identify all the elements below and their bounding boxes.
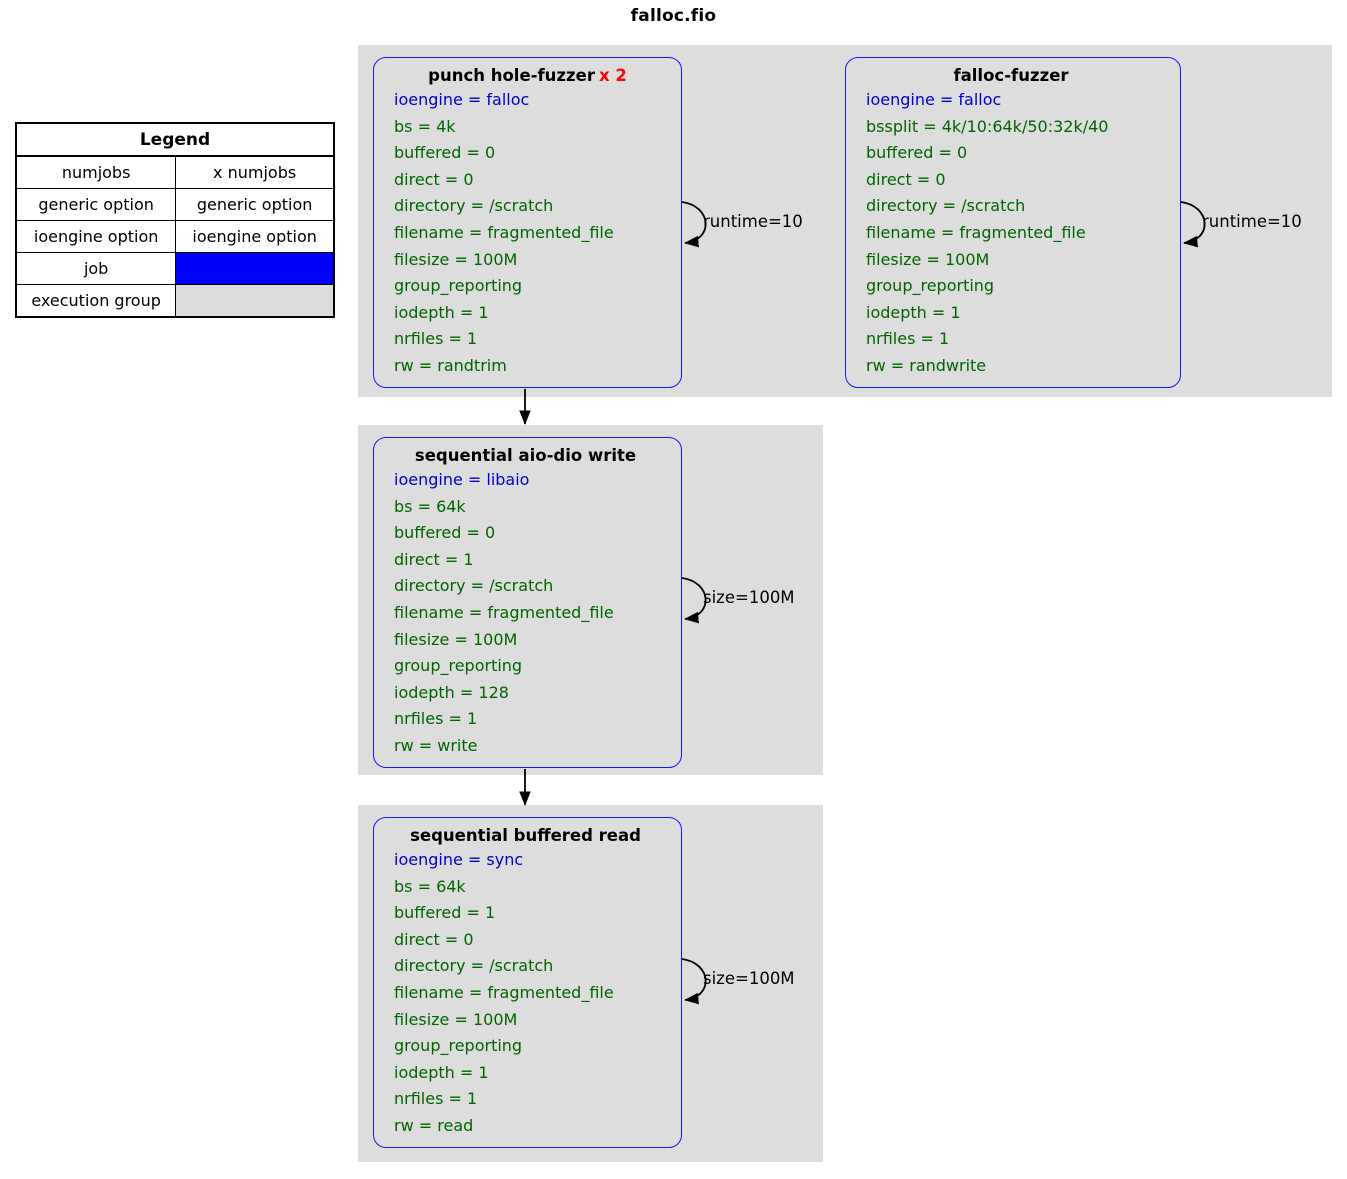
option-group-reporting: group_reporting — [394, 276, 523, 296]
option-iodepth: iodepth = 1 — [394, 302, 489, 322]
job-options-falloc-fuzzer: ioengine = falloc bssplit = 4k/10:64k/50… — [846, 87, 1180, 380]
option-bs: bs = 64k — [394, 496, 466, 516]
option-buffered: buffered = 0 — [866, 143, 968, 163]
legend-value-ioengine-option: ioengine option — [175, 220, 335, 253]
legend-row-generic-option: generic option generic option — [15, 188, 335, 221]
option-iodepth: iodepth = 1 — [394, 1062, 489, 1082]
option-ioengine: ioengine = sync — [394, 850, 524, 869]
option-buffered: buffered = 0 — [394, 143, 496, 163]
job-box-sequential-aio-dio-write[interactable]: sequential aio-dio write ioengine = liba… — [373, 437, 682, 768]
job-box-falloc-fuzzer[interactable]: falloc-fuzzer ioengine = falloc bssplit … — [845, 57, 1181, 388]
option-filename: filename = fragmented_file — [394, 982, 614, 1002]
option-iodepth: iodepth = 1 — [866, 302, 961, 322]
self-loop-label-falloc-fuzzer: runtime=10 — [1202, 212, 1302, 231]
option-nrfiles: nrfiles = 1 — [866, 329, 950, 349]
legend-table: Legend numjobs x numjobs generic option … — [15, 122, 335, 318]
option-nrfiles: nrfiles = 1 — [394, 1089, 478, 1109]
option-direct: direct = 0 — [866, 169, 946, 189]
legend-row-job: job — [15, 252, 335, 285]
option-filename: filename = fragmented_file — [394, 602, 614, 622]
self-loop-label-sequential-aio-dio-write: size=100M — [703, 588, 795, 607]
job-box-sequential-buffered-read[interactable]: sequential buffered read ioengine = sync… — [373, 817, 682, 1148]
legend-label-job: job — [15, 252, 177, 285]
option-bssplit: bssplit = 4k/10:64k/50:32k/40 — [866, 116, 1109, 136]
option-direct: direct = 0 — [394, 169, 474, 189]
job-title-sequential-buffered-read: sequential buffered read — [374, 826, 681, 845]
option-nrfiles: nrfiles = 1 — [394, 329, 478, 349]
job-title-text: punch hole-fuzzer — [428, 66, 595, 85]
option-filesize: filesize = 100M — [394, 1009, 518, 1029]
job-options-sequential-buffered-read: ioengine = sync bs = 64k buffered = 1 di… — [374, 847, 681, 1140]
option-buffered: buffered = 1 — [394, 903, 496, 923]
option-filesize: filesize = 100M — [866, 249, 990, 269]
option-direct: direct = 1 — [394, 549, 474, 569]
option-directory: directory = /scratch — [866, 196, 1026, 216]
job-options-sequential-aio-dio-write: ioengine = libaio bs = 64k buffered = 0 … — [374, 467, 681, 760]
option-nrfiles: nrfiles = 1 — [394, 709, 478, 729]
option-buffered: buffered = 0 — [394, 523, 496, 543]
option-directory: directory = /scratch — [394, 956, 554, 976]
job-numjobs-multiplier: x 2 — [598, 66, 627, 85]
option-rw: rw = write — [394, 735, 478, 755]
option-filesize: filesize = 100M — [394, 629, 518, 649]
legend-swatch-execution-group — [175, 284, 335, 318]
option-rw: rw = randwrite — [866, 355, 987, 375]
legend-label-numjobs: numjobs — [15, 155, 177, 189]
job-options-punch-hole-fuzzer: ioengine = falloc bs = 4k buffered = 0 d… — [374, 87, 681, 380]
option-group-reporting: group_reporting — [394, 1036, 523, 1056]
legend-header-row: Legend — [15, 122, 335, 157]
job-title-text: sequential buffered read — [410, 826, 641, 845]
self-loop-label-punch-hole-fuzzer: runtime=10 — [703, 212, 803, 231]
legend-row-ioengine-option: ioengine option ioengine option — [15, 220, 335, 253]
option-group-reporting: group_reporting — [394, 656, 523, 676]
legend-label-ioengine-option: ioengine option — [15, 220, 177, 253]
option-filename: filename = fragmented_file — [866, 222, 1086, 242]
job-title-falloc-fuzzer: falloc-fuzzer — [846, 66, 1180, 85]
legend-row-numjobs: numjobs x numjobs — [15, 155, 335, 189]
option-filename: filename = fragmented_file — [394, 222, 614, 242]
option-ioengine: ioengine = libaio — [394, 470, 530, 489]
option-bs: bs = 64k — [394, 876, 466, 896]
option-ioengine: ioengine = falloc — [866, 90, 1002, 109]
option-ioengine: ioengine = falloc — [394, 90, 530, 109]
option-iodepth: iodepth = 128 — [394, 682, 509, 702]
legend-row-execution-group: execution group — [15, 284, 335, 318]
legend-value-generic-option: generic option — [175, 188, 335, 221]
legend-title: Legend — [15, 122, 335, 157]
option-group-reporting: group_reporting — [866, 276, 995, 296]
page-title: falloc.fio — [630, 6, 717, 26]
legend-value-numjobs: x numjobs — [175, 155, 335, 189]
job-title-text: sequential aio-dio write — [414, 446, 637, 465]
option-rw: rw = randtrim — [394, 355, 507, 375]
option-bs: bs = 4k — [394, 116, 456, 136]
legend-label-generic-option: generic option — [15, 188, 177, 221]
option-direct: direct = 0 — [394, 929, 474, 949]
option-directory: directory = /scratch — [394, 576, 554, 596]
job-title-text: falloc-fuzzer — [953, 66, 1069, 85]
option-filesize: filesize = 100M — [394, 249, 518, 269]
legend-swatch-job — [175, 252, 335, 285]
option-directory: directory = /scratch — [394, 196, 554, 216]
option-rw: rw = read — [394, 1115, 474, 1135]
job-title-sequential-aio-dio-write: sequential aio-dio write — [374, 446, 681, 465]
legend-label-execution-group: execution group — [15, 284, 177, 318]
self-loop-label-sequential-buffered-read: size=100M — [703, 969, 795, 988]
